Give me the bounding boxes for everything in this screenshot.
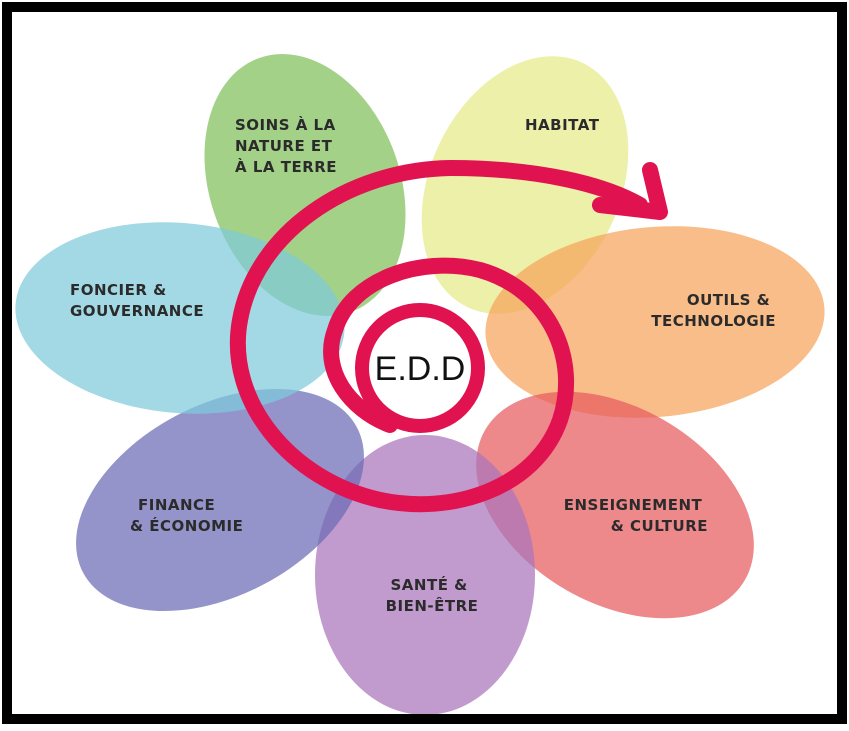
label-finance: FINANCE & ÉCONOMIE bbox=[130, 496, 243, 535]
center-node: E.D.D bbox=[355, 303, 485, 433]
center-ring bbox=[355, 303, 485, 433]
label-habitat: HABITAT bbox=[525, 116, 600, 134]
label-soins: SOINS À LA NATURE ET À LA TERRE bbox=[235, 115, 341, 176]
spiral-arrow bbox=[229, 159, 668, 513]
label-outils: OUTILS & TECHNOLOGIE bbox=[651, 291, 776, 330]
spiral-line bbox=[229, 159, 648, 513]
label-foncier: FONCIER & GOUVERNANCE bbox=[70, 281, 204, 320]
petal-labels: SOINS À LA NATURE ET À LA TERRE HABITAT … bbox=[70, 115, 776, 615]
label-enseignement: ENSEIGNEMENT & CULTURE bbox=[564, 496, 708, 535]
center-label: E.D.D bbox=[375, 350, 466, 388]
label-sante: SANTÉ & BIEN-ÊTRE bbox=[386, 575, 479, 615]
spiral-arrowhead bbox=[592, 162, 668, 220]
